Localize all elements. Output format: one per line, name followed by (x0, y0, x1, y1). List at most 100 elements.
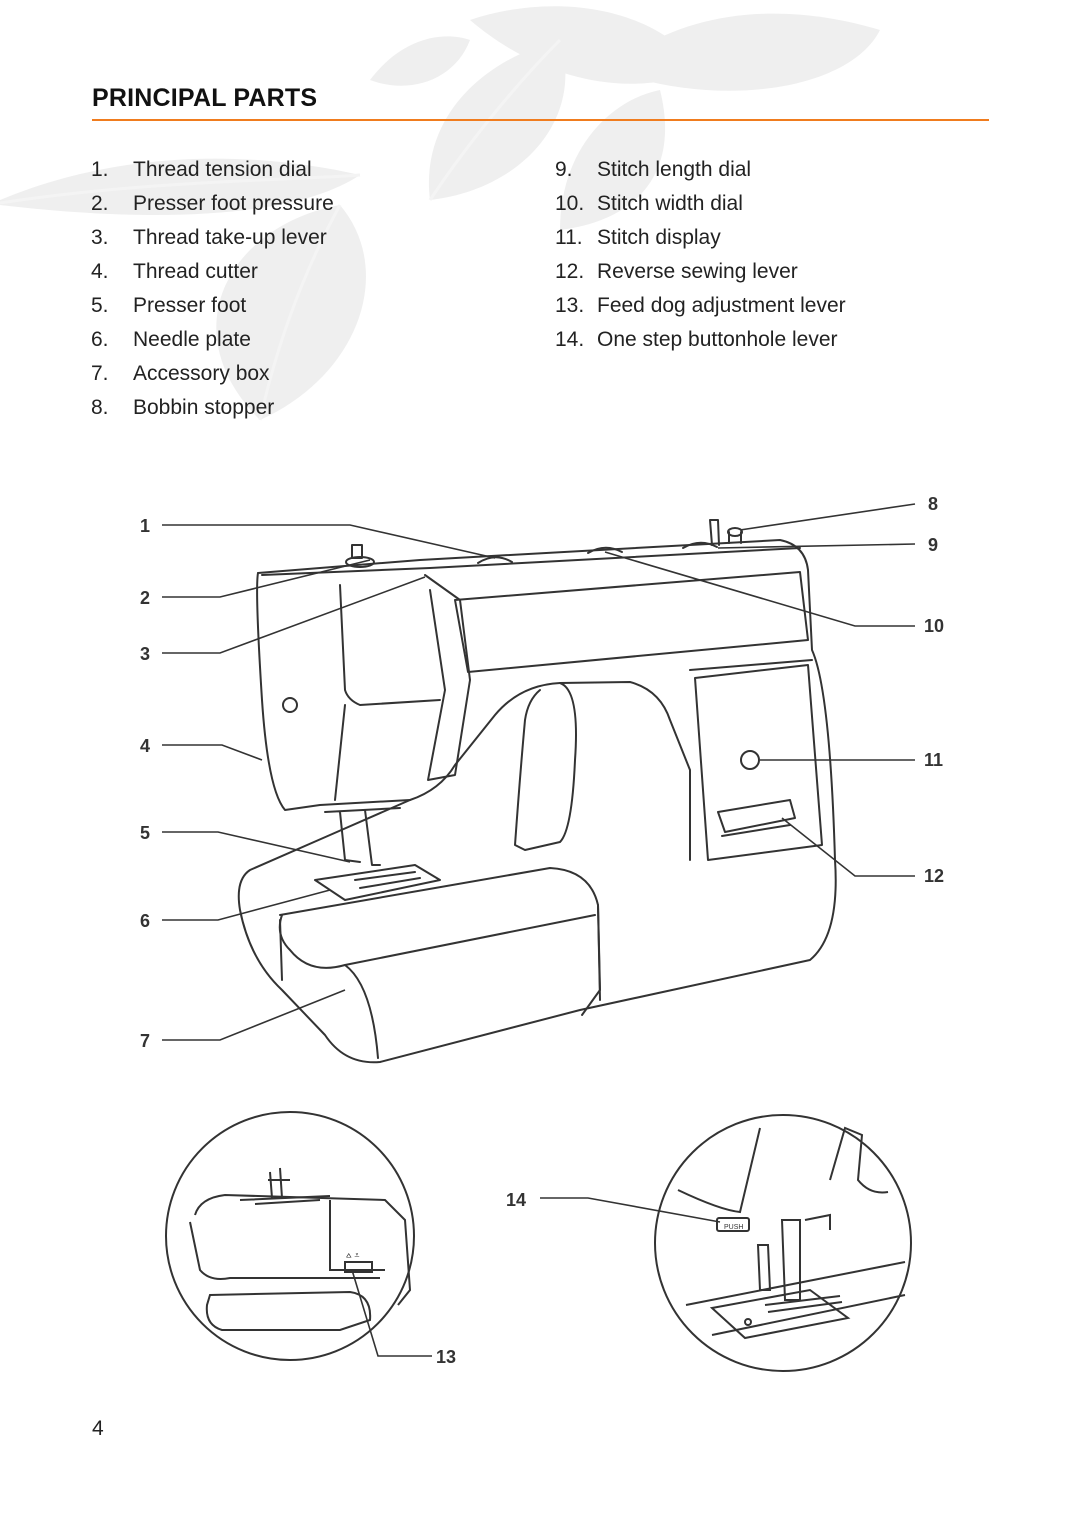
leader-10 (604, 551, 915, 627)
item-label: One step buttonhole lever (597, 328, 838, 351)
leader-6 (162, 889, 331, 921)
callout-10: 10 (924, 616, 944, 636)
leader-2 (162, 559, 371, 598)
bobbin-stopper (727, 527, 743, 537)
item-number: 3. (91, 226, 109, 249)
needle-plate (314, 864, 441, 901)
callout-6: 6 (140, 911, 150, 931)
item-label: Accessory box (133, 362, 270, 385)
item-label: Reverse sewing lever (597, 260, 798, 283)
item-number: 14. (555, 328, 585, 351)
leaf-watermark-icon (0, 6, 880, 421)
item-number: 6. (91, 328, 109, 351)
top-strip (261, 547, 801, 576)
leader-7 (162, 989, 346, 1041)
item-number: 1. (91, 158, 109, 181)
reverse-lever (717, 799, 796, 833)
callout-7: 7 (140, 1031, 150, 1051)
item-number: 13. (555, 294, 585, 317)
item-label: Presser foot (133, 294, 247, 317)
list-item: 10. Stitch width dial (555, 187, 846, 221)
leader-3 (162, 576, 426, 654)
parts-list-left: 1. Thread tension dial 2.Presser foot pre… (91, 153, 334, 425)
list-item: 2.Presser foot pressure (91, 187, 334, 221)
item-number: 2. (91, 192, 109, 215)
list-item: 3. Thread take-up lever (91, 221, 334, 255)
item-number: 9. (555, 158, 573, 181)
right-panel (694, 664, 823, 861)
detail-circle-right (654, 1114, 912, 1372)
callout-11: 11 (924, 750, 943, 770)
list-item: 12. Reverse sewing lever (555, 255, 846, 289)
detail-circle-left (165, 1111, 415, 1361)
head-divider (339, 584, 441, 706)
arm-opening (514, 682, 577, 851)
item-label: Thread tension dial (133, 158, 312, 181)
list-item: 4.Thread cutter (91, 255, 334, 289)
list-item: 5. Presser foot (91, 289, 334, 323)
item-number: 5. (91, 294, 109, 317)
callout-9: 9 (928, 535, 938, 555)
leader-5 (162, 831, 351, 863)
spool-pin (709, 519, 720, 546)
callout-2: 2 (140, 588, 150, 608)
item-label: Feed dog adjustment lever (597, 294, 846, 317)
top-window (454, 571, 809, 673)
callout-12: 12 (924, 866, 944, 886)
callout-8: 8 (928, 494, 938, 514)
dial-one (477, 556, 513, 564)
item-label: Bobbin stopper (133, 396, 275, 419)
leader-8 (739, 503, 916, 531)
sewing-machine-diagram: 1 2 3 4 5 6 7 8 9 10 11 12 ⩟ ⩡ 13 (140, 494, 944, 1372)
needle-assembly (324, 807, 401, 866)
right-panel-inner (689, 659, 813, 671)
title-divider (92, 119, 989, 121)
leader-4 (162, 744, 263, 761)
list-item: 8. Bobbin stopper (91, 391, 334, 425)
leader-12 (781, 817, 915, 877)
item-label: Stitch width dial (597, 192, 743, 215)
item-number: 7. (91, 362, 109, 385)
list-item: 6. Needle plate (91, 323, 334, 357)
list-item: 7. Accessory box (91, 357, 334, 391)
list-item: 13. Feed dog adjustment lever (555, 289, 846, 323)
item-label: Stitch display (597, 226, 721, 249)
callout-3: 3 (140, 644, 150, 664)
item-number: 10. (555, 192, 585, 215)
leader-14 (540, 1197, 721, 1223)
callout-14: 14 (506, 1190, 526, 1210)
page-title: PRINCIPAL PARTS (92, 84, 318, 112)
push-label: PUSH (724, 1224, 743, 1231)
list-item: 1. Thread tension dial (91, 153, 334, 187)
stitch-display (740, 750, 760, 770)
leader-1 (162, 524, 496, 559)
machine-body-outline (237, 539, 837, 1064)
item-label: Thread take-up lever (133, 226, 327, 249)
list-item: 11. Stitch display (555, 221, 846, 255)
callout-5: 5 (140, 823, 150, 843)
item-number: 11. (555, 226, 583, 249)
list-item: 14. One step buttonhole lever (555, 323, 846, 357)
detail-buttonhole (654, 1114, 912, 1372)
head-front-panel (256, 572, 411, 811)
feed-dog-symbols: ⩟ ⩡ (346, 1251, 359, 1261)
list-item: 9. Stitch length dial (555, 153, 846, 187)
callout-1: 1 (140, 516, 150, 536)
item-number: 8. (91, 396, 109, 419)
callout-13: 13 (436, 1347, 456, 1367)
page-number: 4 (92, 1417, 104, 1440)
item-number: 12. (555, 260, 585, 283)
dial-two (587, 546, 623, 554)
detail-feed-dog: ⩟ ⩡ (165, 1111, 415, 1361)
dial-three (682, 541, 718, 549)
leader-9 (717, 543, 916, 549)
buttonhole-lever (716, 1217, 750, 1232)
item-label: Needle plate (133, 328, 251, 351)
front-shade (424, 574, 471, 781)
head-lower (334, 704, 346, 801)
parts-list-right: 9. Stitch length dial 10. Stitch width dia… (555, 153, 846, 357)
leader-13 (351, 1269, 432, 1357)
item-label: Stitch length dial (597, 158, 752, 181)
item-label: Thread cutter (133, 260, 258, 283)
